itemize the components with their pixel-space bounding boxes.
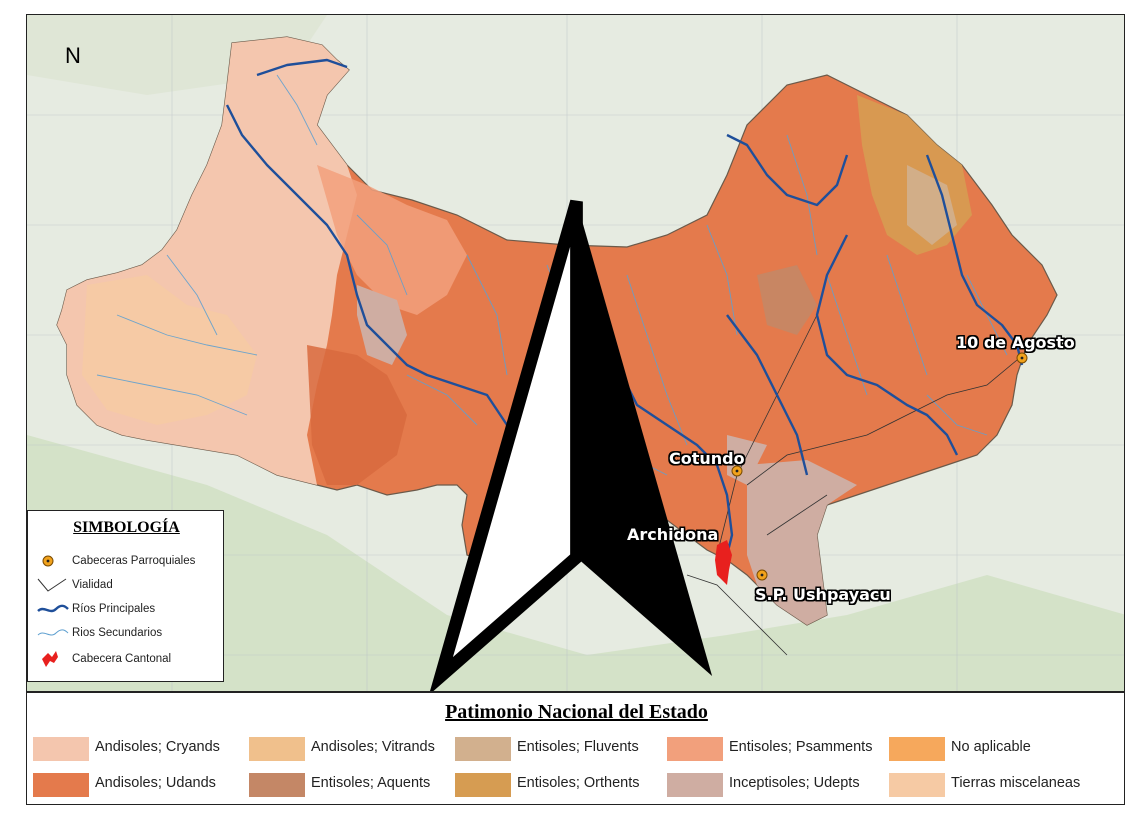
place-label-10-de-agosto[interactable]: 10 de Agosto	[956, 333, 1075, 352]
legend-label: Entisoles; Fluvents	[517, 739, 639, 755]
symbology-label: Rios Secundarios	[72, 627, 163, 639]
legend-item-fluvents: Entisoles; Fluvents	[455, 735, 670, 763]
legend-swatch	[33, 773, 89, 797]
legend-title: Patimonio Nacional del Estado	[445, 701, 708, 723]
legend-label: No aplicable	[951, 739, 1031, 755]
cantonal-seat-marker	[715, 540, 732, 585]
legend-item-vitrands: Andisoles; Vitrands	[249, 735, 464, 763]
legend-label: Entisoles; Aquents	[311, 775, 431, 791]
legend-item-udepts: Inceptisoles; Udepts	[667, 771, 882, 799]
legend-swatch	[667, 773, 723, 797]
secondary-river-icon	[36, 623, 70, 643]
legend-swatch	[455, 737, 511, 761]
cantonal-seat-icon	[36, 649, 70, 669]
legend-swatch	[455, 773, 511, 797]
region-udands-central-west	[307, 345, 407, 485]
legend-item-orthents: Entisoles; Orthents	[455, 771, 670, 799]
region-psamments-west	[317, 165, 467, 315]
legend-item-udands: Andisoles; Udands	[33, 771, 248, 799]
region-miscelaneas-west	[82, 275, 257, 425]
symbology-label: Ríos Principales	[72, 603, 156, 615]
legend-swatch	[249, 737, 305, 761]
legend-label: Entisoles; Orthents	[517, 775, 640, 791]
legend-item-aquents: Entisoles; Aquents	[249, 771, 464, 799]
symbology-label: Cabecera Cantonal	[72, 653, 172, 665]
legend-label: Inceptisoles; Udepts	[729, 775, 860, 791]
symbology-item-parish-seat: Cabeceras Parroquiales	[36, 551, 226, 571]
symbology-title: SIMBOLOGÍA	[73, 519, 180, 536]
legend-label: Andisoles; Cryands	[95, 739, 220, 755]
place-label-archidona[interactable]: Archidona	[627, 525, 719, 544]
roads	[686, 314, 1018, 656]
parish-seat-icon	[36, 551, 70, 571]
region-udepts-west	[357, 285, 407, 365]
legend-item-psamments: Entisoles; Psamments	[667, 735, 882, 763]
symbology-label: Cabeceras Parroquiales	[72, 555, 196, 567]
legend-label: Tierras miscelaneas	[951, 775, 1081, 791]
symbology-box: SIMBOLOGÍA Cabeceras Parroquiales Vialid…	[27, 510, 224, 682]
legend-label: Entisoles; Psamments	[729, 739, 873, 755]
symbology-label: Vialidad	[72, 579, 113, 591]
legend-swatch	[33, 737, 89, 761]
main-river-icon	[36, 599, 70, 619]
road-icon	[36, 575, 70, 595]
north-label: N	[65, 43, 81, 68]
terrain-green-south	[27, 435, 1124, 691]
place-label-sp-ushpayacu[interactable]: S.P. Ushpayacu	[755, 585, 891, 604]
region-fluvents-ne	[907, 165, 957, 245]
legend-label: Andisoles; Udands	[95, 775, 216, 791]
region-udepts-se	[747, 460, 857, 625]
legend-item-cryands: Andisoles; Cryands	[33, 735, 248, 763]
place-label-cotundo[interactable]: Cotundo	[669, 449, 745, 468]
north-arrow-icon	[430, 199, 713, 691]
soil-legend: Patimonio Nacional del Estado Andisoles;…	[26, 692, 1125, 805]
legend-item-miscelaneas: Tierras miscelaneas	[889, 771, 1104, 799]
legend-item-no-aplicable: No aplicable	[889, 735, 1104, 763]
legend-swatch	[249, 773, 305, 797]
symbology-item-road: Vialidad	[36, 575, 226, 595]
symbology-item-cantonal-seat: Cabecera Cantonal	[36, 649, 226, 669]
parish-seat-markers	[731, 352, 1028, 581]
symbology-item-main-river: Ríos Principales	[36, 599, 226, 619]
legend-swatch	[889, 737, 945, 761]
legend-swatch	[889, 773, 945, 797]
legend-swatch	[667, 737, 723, 761]
legend-label: Andisoles; Vitrands	[311, 739, 435, 755]
symbology-item-secondary-river: Rios Secundarios	[36, 623, 226, 643]
region-aquents-center	[757, 265, 817, 335]
